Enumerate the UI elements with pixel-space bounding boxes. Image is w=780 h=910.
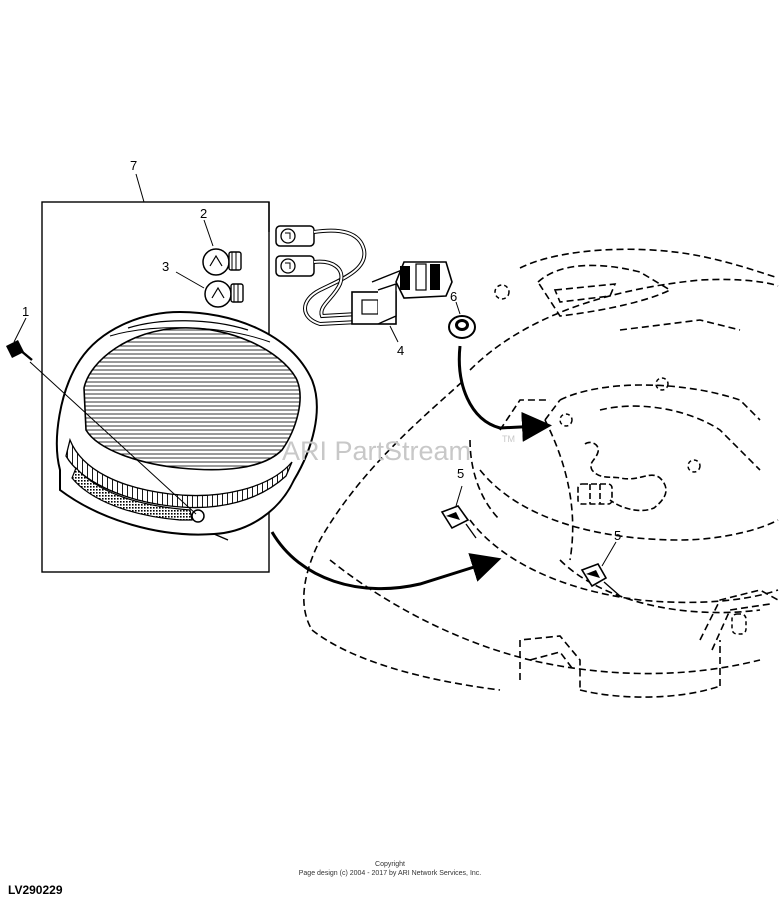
screw-part-1 <box>6 317 197 515</box>
watermark-trademark: TM <box>502 434 515 444</box>
callout-2: 2 <box>200 206 207 221</box>
copyright-line: Page design (c) 2004 - 2017 by ARI Netwo… <box>298 870 482 877</box>
callout-1: 1 <box>22 304 29 319</box>
leader-part-7 <box>135 173 145 203</box>
hood-mounting-holes <box>494 284 747 635</box>
callout-5-right: 5 <box>614 528 621 543</box>
callout-4: 4 <box>397 343 404 358</box>
wiring-harness-part-4 <box>275 225 453 343</box>
watermark-text: ARI PartStream <box>282 436 471 466</box>
callout-5-left: 5 <box>457 466 464 481</box>
figure-id: LV290229 <box>8 883 63 897</box>
callout-7: 7 <box>130 158 137 173</box>
grommet-part-6 <box>448 301 476 339</box>
callout-6: 6 <box>450 289 457 304</box>
clip-part-5-right <box>580 541 621 597</box>
copyright-heading: Copyright <box>375 861 405 868</box>
tail-light-lens <box>55 310 318 541</box>
clip-part-5-left <box>440 485 477 539</box>
installed-harness <box>577 441 667 512</box>
callout-3: 3 <box>162 259 169 274</box>
tractor-hood-outline <box>303 248 779 698</box>
bulb-part-3 <box>175 271 244 308</box>
install-arrows <box>270 345 552 591</box>
bulb-part-2 <box>202 219 242 276</box>
